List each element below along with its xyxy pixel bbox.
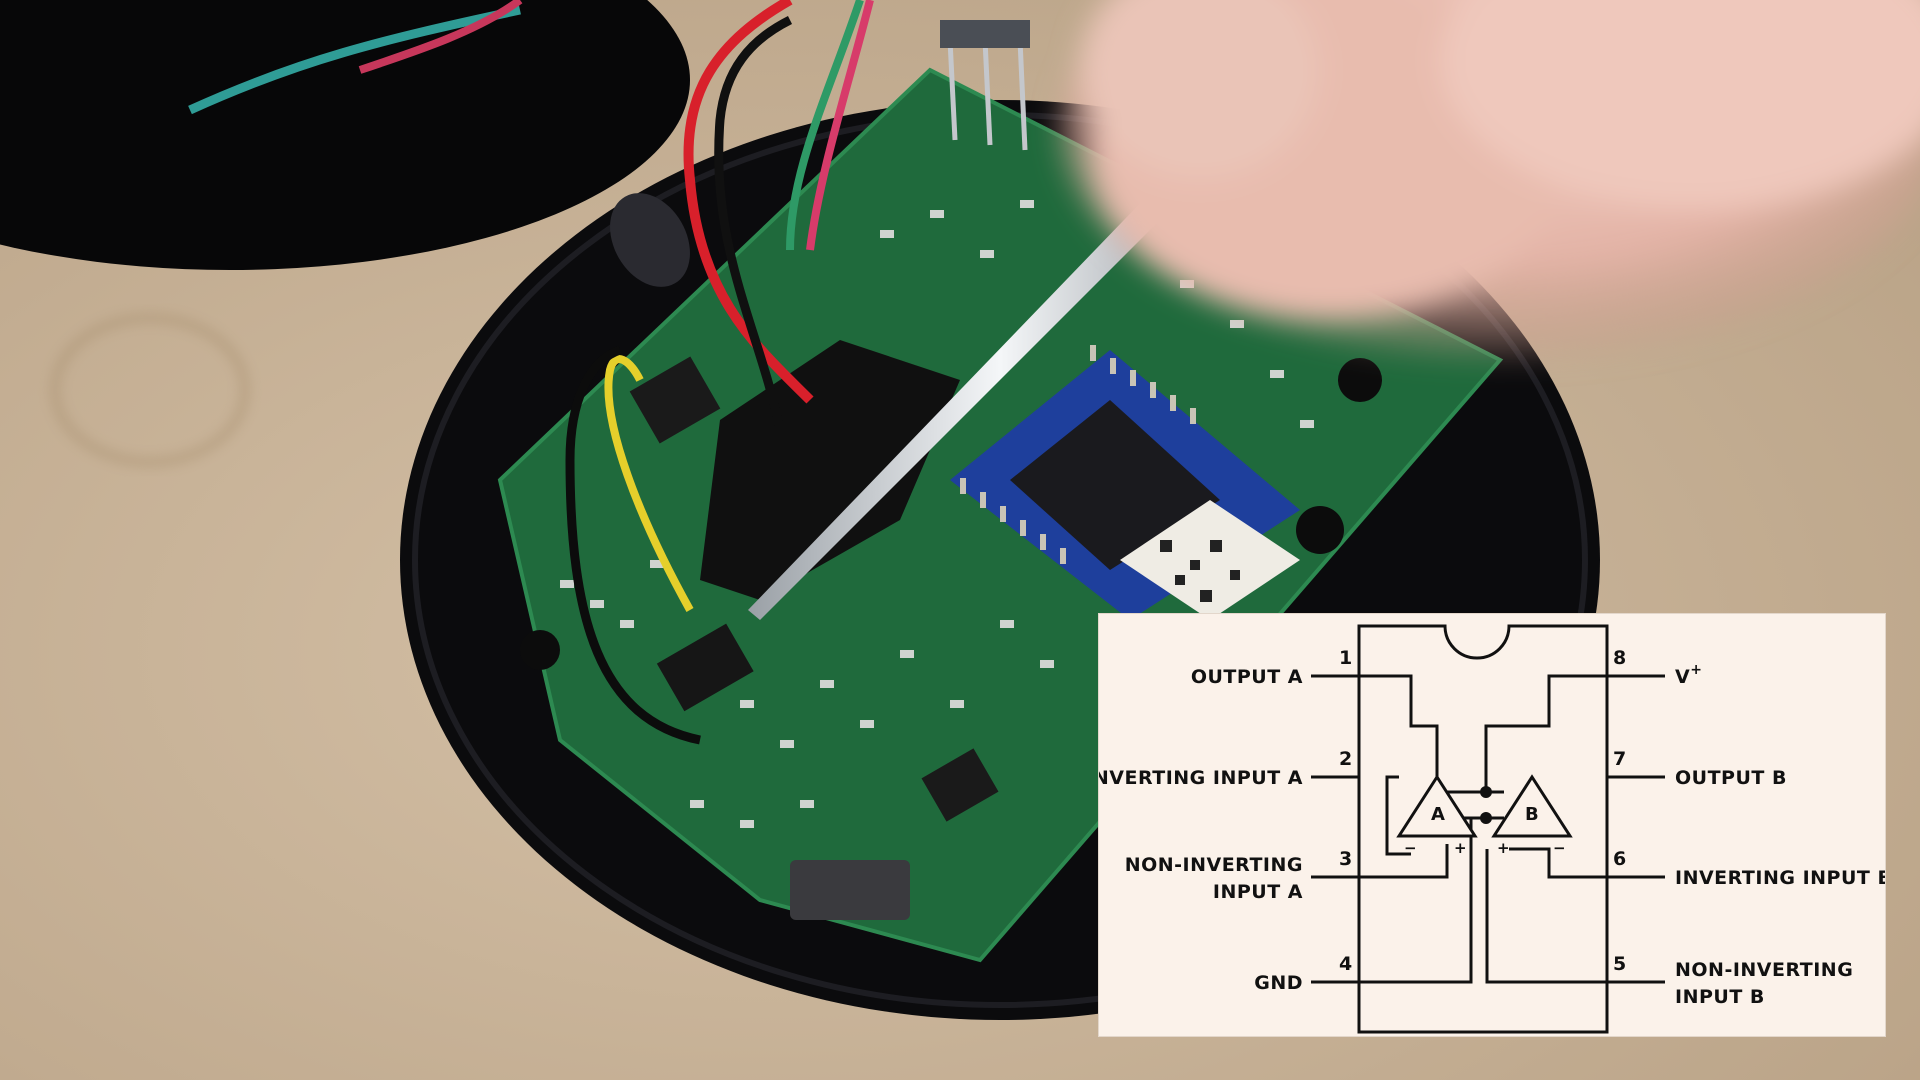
opamp-a-symbol bbox=[1396, 774, 1478, 838]
ic-u5 bbox=[629, 356, 721, 444]
wire-green bbox=[786, 0, 864, 251]
opamp-b-label: B bbox=[1525, 804, 1539, 825]
pin-3-label-line2: INPUT A bbox=[1213, 881, 1303, 903]
pin-3-label-line1: NON-INVERTING bbox=[1125, 854, 1303, 876]
speaker-cover-back bbox=[0, 0, 690, 270]
wire-pink-2 bbox=[806, 0, 874, 251]
bluetooth-module bbox=[950, 345, 1300, 620]
pin-1-number: 1 bbox=[1339, 647, 1352, 669]
junction-top bbox=[1480, 786, 1492, 798]
pin-8-label-main: V bbox=[1675, 666, 1690, 688]
chip-body bbox=[1357, 624, 1609, 1034]
pin-7-number: 7 bbox=[1613, 748, 1626, 770]
pin-6-label: INVERTING INPUT B bbox=[1675, 867, 1885, 889]
opamp-a-plus: + bbox=[1454, 839, 1467, 857]
foam-pad bbox=[700, 340, 960, 600]
pin-7-label: OUTPUT B bbox=[1675, 767, 1787, 789]
opamp-b-symbol bbox=[1491, 774, 1573, 838]
wire-black-2 bbox=[714, 15, 793, 431]
pin-4-number: 4 bbox=[1339, 953, 1352, 975]
wire-cyan bbox=[188, 5, 521, 115]
wire-black bbox=[565, 345, 701, 745]
pin-5-label-line1: NON-INVERTING bbox=[1675, 959, 1853, 981]
opamp-a-minus: − bbox=[1404, 839, 1417, 857]
pin-8-label-sup: + bbox=[1690, 662, 1702, 678]
wire-yellow bbox=[604, 355, 694, 612]
pin-2-number: 2 bbox=[1339, 748, 1352, 770]
opamp-a-label: A bbox=[1431, 804, 1445, 825]
ic-opamp bbox=[656, 623, 754, 712]
pin-8-number: 8 bbox=[1613, 647, 1626, 669]
finger bbox=[1060, 0, 1920, 360]
pin-4-label: GND bbox=[1254, 972, 1303, 994]
pin-1-label: OUTPUT A bbox=[1191, 666, 1303, 688]
opamp-b-minus: − bbox=[1553, 839, 1566, 857]
opamp-b-plus: + bbox=[1497, 839, 1510, 857]
pin-5-number: 5 bbox=[1613, 953, 1626, 975]
pin-6-number: 6 bbox=[1613, 848, 1626, 870]
pin-5-label-line2: INPUT B bbox=[1675, 986, 1765, 1008]
pin-3-number: 3 bbox=[1339, 848, 1352, 870]
junction-bottom bbox=[1480, 812, 1492, 824]
switch bbox=[790, 860, 910, 920]
table-stain bbox=[50, 313, 250, 467]
capacitor bbox=[610, 193, 690, 287]
pin-2-label: INVERTING INPUT A bbox=[1099, 767, 1303, 789]
pin-8-label: V+ bbox=[1675, 662, 1702, 688]
dual-opamp-pinout-diagram: A B − + + − 1 2 3 4 5 6 7 8 OUTPUT A INV… bbox=[1099, 624, 1885, 1034]
pinout-diagram-panel: A B − + + − 1 2 3 4 5 6 7 8 OUTPUT A INV… bbox=[1098, 613, 1886, 1037]
wire-pink bbox=[358, 0, 523, 74]
ic-bottom bbox=[921, 748, 999, 822]
